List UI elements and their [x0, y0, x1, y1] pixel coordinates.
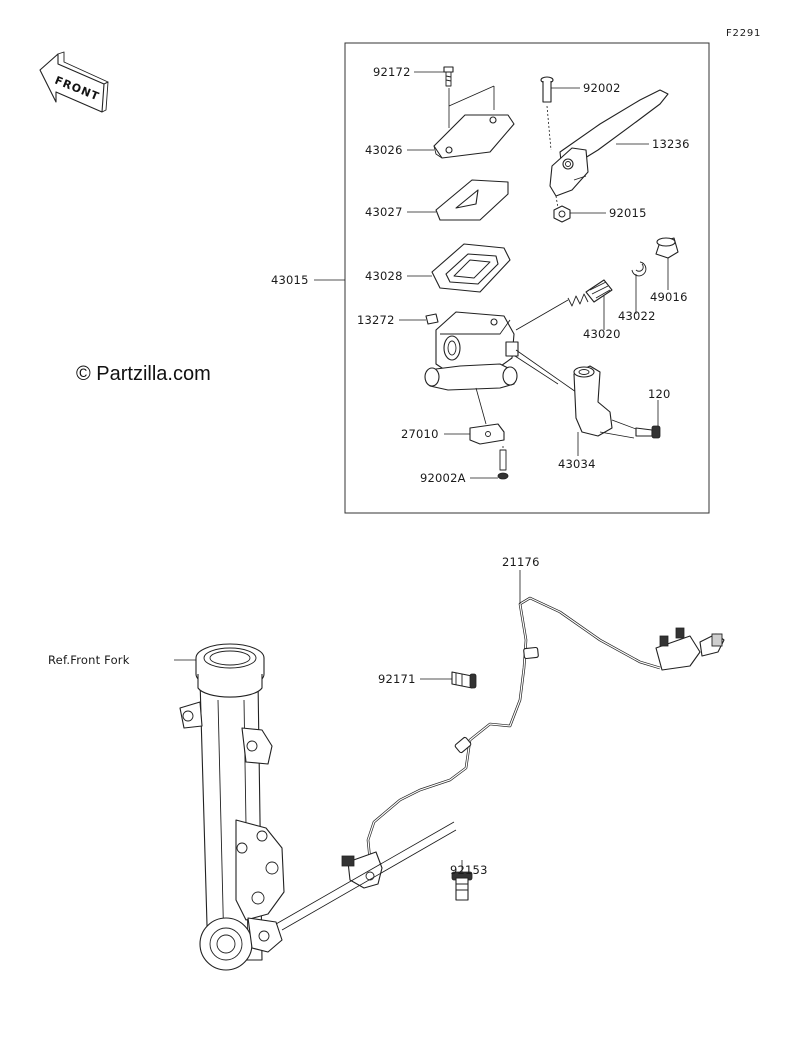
diagram-code: F2291: [726, 28, 761, 39]
clamp-43034-icon: [573, 365, 613, 437]
dust-boot-49016-icon: [655, 237, 679, 259]
front-arrow-icon: FRONT: [39, 51, 109, 113]
label-43027[interactable]: 43027: [365, 205, 403, 219]
label-92153[interactable]: 92153: [450, 863, 488, 877]
label-13272[interactable]: 13272: [357, 313, 395, 327]
label-92002A[interactable]: 92002A: [420, 471, 466, 485]
label-92015[interactable]: 92015: [609, 206, 647, 220]
piston-43020-icon: [567, 279, 613, 307]
screw-92002A-icon: [497, 449, 509, 480]
circlip-43022-icon: [631, 261, 647, 277]
front-fork-icon: [179, 643, 285, 971]
label-43020[interactable]: 43020: [583, 327, 621, 341]
label-43034[interactable]: 43034: [558, 457, 596, 471]
screw-92172-icon: [443, 66, 454, 87]
bolt-92153-icon: [451, 871, 473, 901]
label-43015[interactable]: 43015: [271, 273, 309, 287]
diaphragm-43028-icon: [431, 243, 511, 293]
label-43022[interactable]: 43022: [618, 309, 656, 323]
plate-43027-icon: [435, 179, 509, 221]
brake-lever-13236-icon: [549, 89, 669, 197]
label-13236[interactable]: 13236: [652, 137, 690, 151]
bolt-92171-icon: [451, 671, 477, 689]
label-ref-front-fork[interactable]: Ref.Front Fork: [48, 653, 130, 667]
label-49016[interactable]: 49016: [650, 290, 688, 304]
label-43028[interactable]: 43028: [365, 269, 403, 283]
bolt-120-icon: [635, 425, 661, 439]
brake-switch-27010-icon: [469, 423, 505, 445]
label-21176[interactable]: 21176: [502, 555, 540, 569]
master-cylinder-body-icon: [424, 311, 519, 391]
bolt-92002-icon: [540, 76, 554, 103]
abs-sensor-21176-icon: [341, 596, 725, 889]
watermark: © Partzilla.com: [76, 363, 211, 385]
nut-92015-icon: [553, 205, 571, 223]
label-92002[interactable]: 92002: [583, 81, 621, 95]
label-120[interactable]: 120: [648, 387, 671, 401]
label-27010[interactable]: 27010: [401, 427, 439, 441]
assembly-box: [344, 42, 710, 514]
label-92171[interactable]: 92171: [378, 672, 416, 686]
reservoir-cap-43026-icon: [433, 114, 515, 159]
label-43026[interactable]: 43026: [365, 143, 403, 157]
pin-13272-icon: [425, 313, 439, 325]
label-92172[interactable]: 92172: [373, 65, 411, 79]
